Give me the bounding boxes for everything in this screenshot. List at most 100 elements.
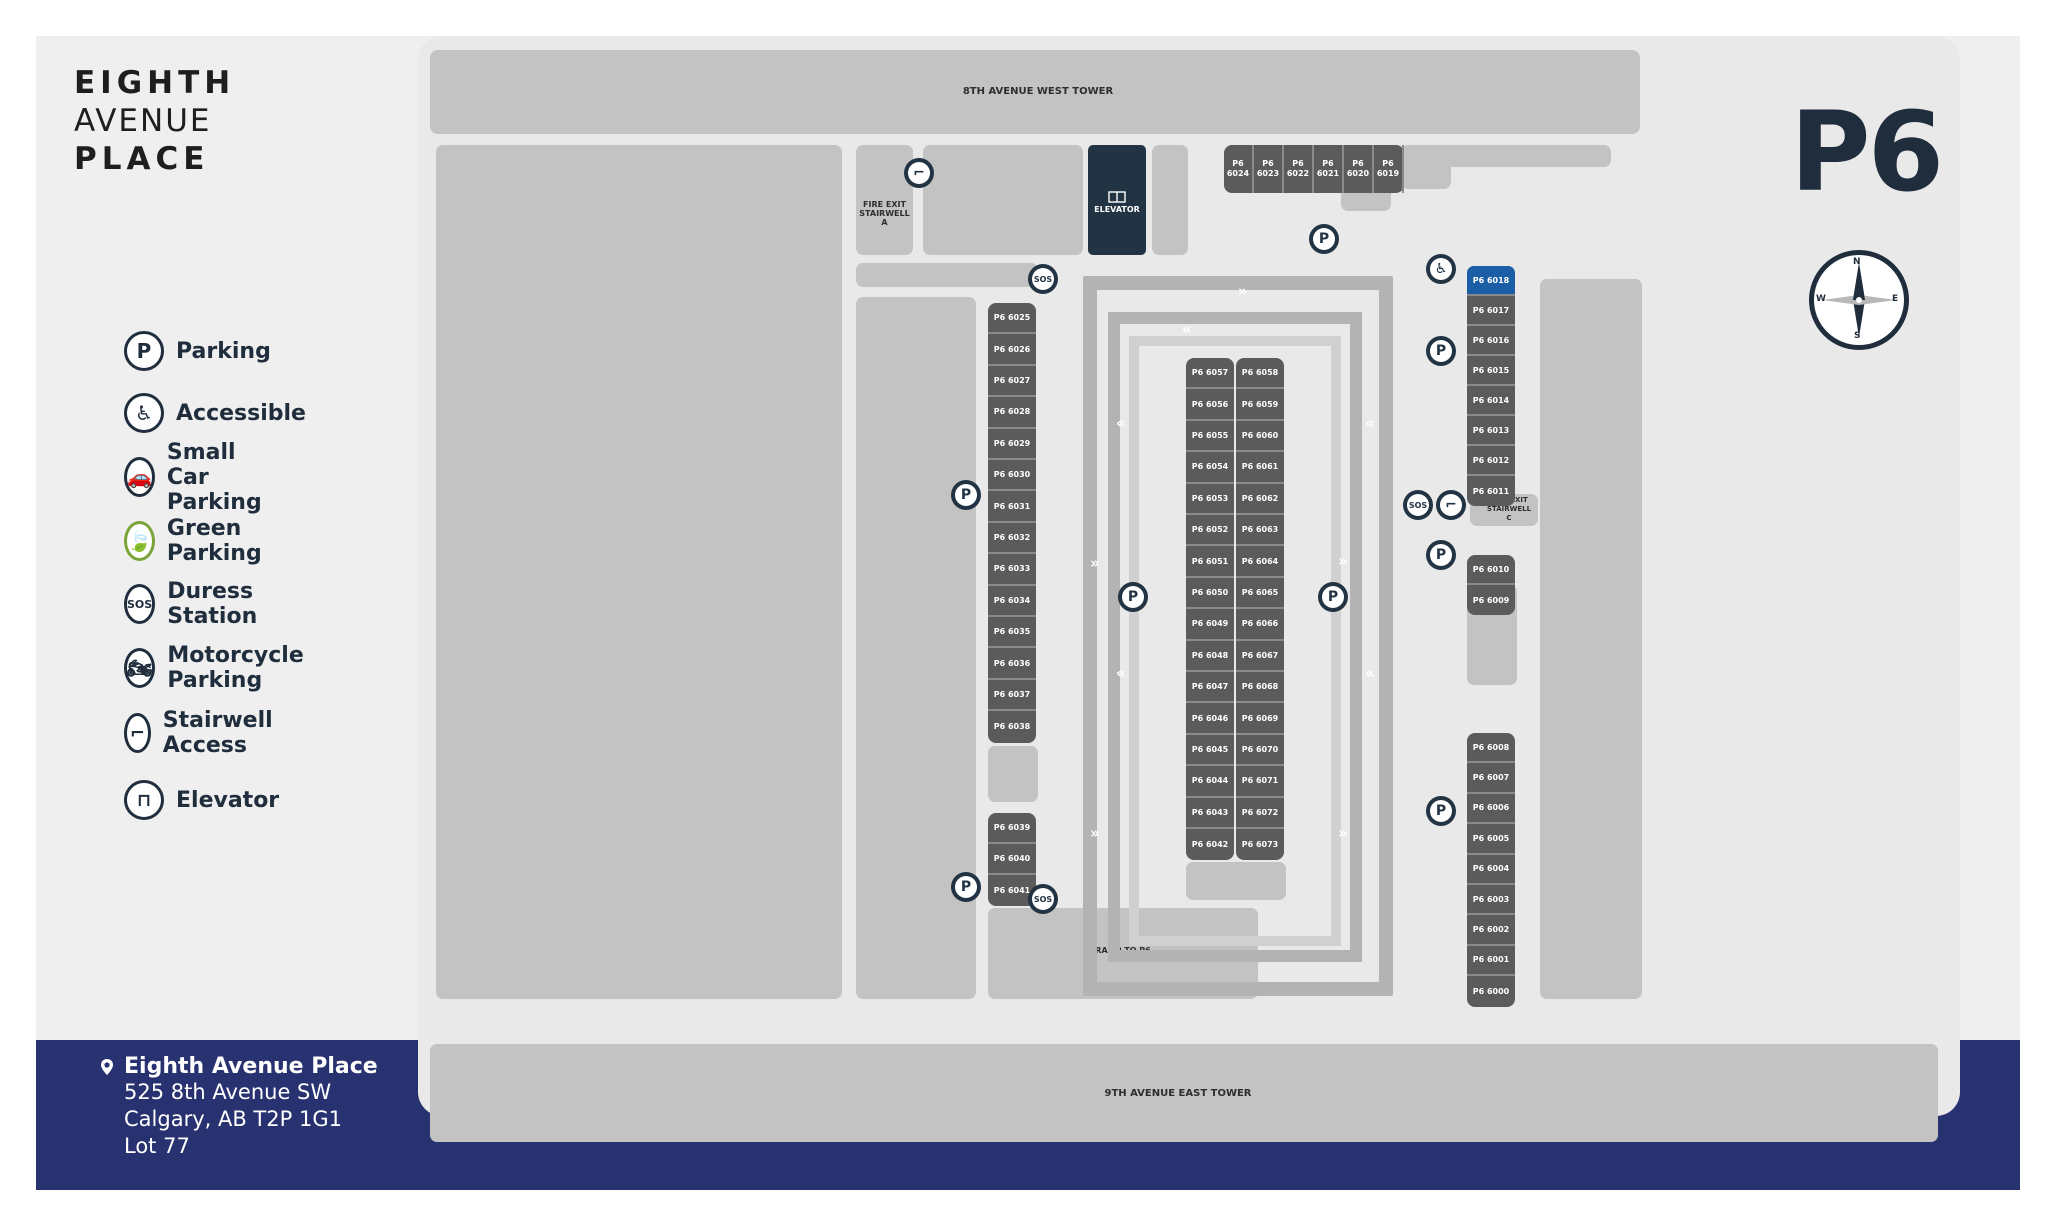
parking-icon: P [124, 331, 164, 371]
parking-stall: P6 6073 [1241, 840, 1279, 850]
ramp-strip-block-2 [1401, 145, 1451, 189]
parking-stall: P6 6005 [1467, 824, 1515, 855]
parking-stall: P6 6033 [988, 554, 1036, 586]
center-spacer-block [1186, 862, 1286, 900]
west-structure-block [436, 145, 842, 999]
parking-stall: P6 6053 [1186, 484, 1234, 515]
parking-icon: P [1309, 224, 1339, 254]
parking-stall: P6 6061 [1236, 452, 1284, 484]
ramp-direction-icon: « [1365, 414, 1375, 432]
parking-stall: P6 6051 [1186, 546, 1234, 578]
parking-stall: P6 6047 [1186, 672, 1234, 704]
parking-stall: P6 6045 [1186, 735, 1234, 767]
stall-level: P6 [1382, 159, 1394, 168]
parking-stall: P6 6071 [1236, 766, 1284, 798]
brand-line-2: AVENUE [74, 103, 212, 139]
fire-exit-a-line-1: FIRE EXIT [863, 200, 906, 209]
parking-icon-glyph: P [1430, 544, 1452, 566]
stairwell-icon-glyph: ⌐ [908, 162, 930, 184]
parking-stall: P6 6017 [1467, 296, 1515, 326]
ramp-direction-icon: « [1182, 320, 1192, 338]
duress-icon: SOS [124, 584, 156, 624]
address-street: 525 8th Avenue SW [124, 1080, 332, 1104]
west-tower-block [430, 50, 1640, 134]
elevator-label: ELEVATOR [1094, 205, 1140, 214]
service-block [923, 145, 1083, 255]
parking-stall: P6 6026 [988, 334, 1036, 366]
address-block: Eighth Avenue Place 525 8th Avenue SW Ca… [98, 1054, 378, 1160]
parking-stall: P6 6025 [988, 303, 1036, 335]
parking-stall: P6 6055 [1186, 421, 1234, 453]
parking-icon-glyph: P [1322, 586, 1344, 608]
legend-item: 🚗 Small Car Parking [124, 440, 271, 515]
ramp-direction-icon: » [1338, 824, 1348, 842]
parking-stall: P6 6060 [1236, 421, 1284, 453]
stall-level: P6 [1322, 159, 1334, 168]
brand-line-3: PLACE [74, 141, 210, 177]
legend-label: Accessible [176, 400, 306, 426]
parking-stall: P6 6041 [993, 886, 1031, 895]
elevator-icon: ⊓ [124, 780, 164, 820]
parking-stall: P6 6000 [1472, 986, 1510, 996]
parking-stall: P6 6015 [1467, 356, 1515, 386]
parking-stall: P6 6032 [988, 523, 1036, 555]
parking-stall: P6 6004 [1467, 855, 1515, 885]
stall-number: 6023 [1256, 169, 1280, 178]
parking-stall: P6 6050 [1186, 578, 1234, 610]
parking-stall: P6 6064 [1236, 546, 1284, 578]
col-a-spacer-block [988, 746, 1038, 802]
parking-stall: P6 6039 [988, 813, 1036, 844]
stall-number: 6019 [1376, 169, 1400, 178]
parking-stall: P6 6011 [1472, 486, 1510, 496]
legend-item: ⌐Stairwell Access [124, 708, 286, 758]
ramp-direction-icon: « [1116, 664, 1126, 682]
parking-stall: P6 6001 [1467, 946, 1515, 977]
small-car-icon: 🚗 [124, 457, 155, 497]
parking-stall: P6 6052 [1186, 515, 1234, 547]
parking-icon: P [951, 872, 981, 902]
compass-east: E [1892, 294, 1899, 304]
parking-stall: P6 6067 [1236, 641, 1284, 672]
parking-stall: P6 6031 [988, 491, 1036, 523]
parking-stall: P6 6016 [1467, 326, 1515, 356]
parking-stall: P6 6003 [1467, 885, 1515, 916]
duress-icon-glyph: SOS [1407, 494, 1429, 516]
ramp-direction-icon: « [1116, 414, 1126, 432]
parking-stall: P6 6027 [988, 366, 1036, 398]
duress-icon: SOS [1028, 264, 1058, 294]
parking-stall: P6 6043 [1186, 798, 1234, 829]
accessible-icon: ♿ [124, 393, 164, 433]
parking-stall: P6 6002 [1467, 915, 1515, 946]
corridor-block [856, 263, 1038, 287]
compass-south: S [1854, 331, 1861, 341]
legend-label: Elevator [176, 787, 280, 813]
parking-stall: P6 6068 [1236, 672, 1284, 704]
parking-icon-glyph: P [1430, 340, 1452, 362]
fire-exit-a-line-3: A [881, 218, 888, 227]
parking-stall: P6 6042 [1191, 840, 1229, 850]
ramp-strip-block [1401, 145, 1611, 167]
parking-stall: P6 6049 [1186, 609, 1234, 641]
stall-level: P6 [1292, 159, 1304, 168]
address-lot: Lot 77 [124, 1134, 190, 1158]
legend-label: Small Car Parking [166, 439, 262, 515]
legend-item: 🏍Motorcycle Parking [124, 643, 312, 693]
parking-stall: P6 6044 [1186, 766, 1234, 798]
brand-logo: EIGHTH AVENUE PLACE [74, 64, 235, 178]
ramp-lane-core [1129, 336, 1341, 946]
compass: N E S W [1809, 250, 1909, 350]
ramp-direction-icon: « [1365, 664, 1375, 682]
fire-exit-a-block [856, 145, 913, 255]
location-pin-icon [101, 1059, 113, 1075]
ramp-lane-inner [1108, 312, 1362, 962]
legend-label: Motorcycle Parking [167, 643, 304, 693]
parking-stall: P6 6007 [1467, 763, 1515, 794]
parking-stall: P6 6028 [988, 397, 1036, 429]
parking-icon-glyph: P [1122, 586, 1144, 608]
